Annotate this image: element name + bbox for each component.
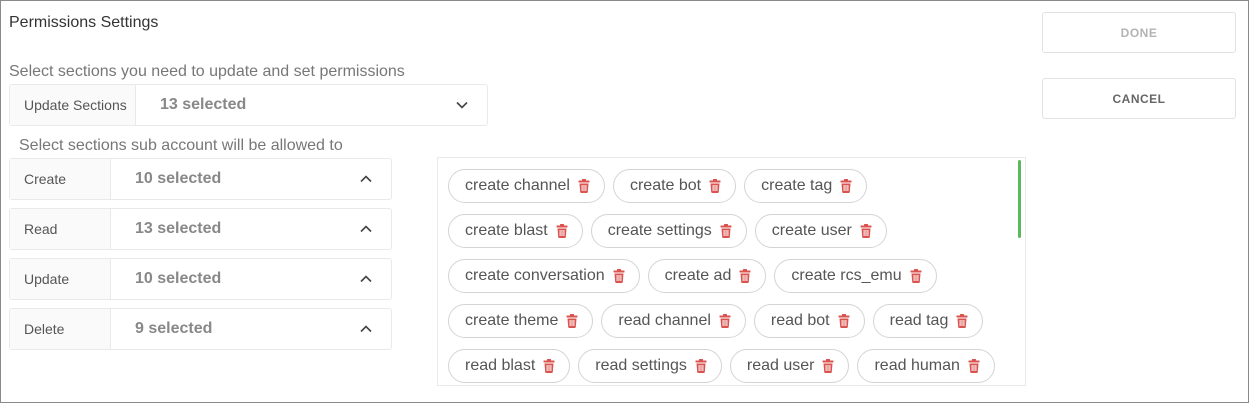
trash-icon[interactable]	[956, 314, 968, 328]
chip-label: read blast	[465, 357, 536, 374]
update-label: Update	[10, 259, 111, 299]
update-permission-field[interactable]: Update 10 selected	[9, 258, 392, 300]
chip-label: create blast	[465, 222, 548, 239]
create-select[interactable]: 10 selected	[111, 159, 391, 199]
chevron-up-icon[interactable]	[359, 272, 373, 286]
permission-chip: read channel	[601, 304, 746, 338]
chevron-up-icon[interactable]	[359, 172, 373, 186]
permission-chip: read tag	[872, 304, 984, 338]
delete-select[interactable]: 9 selected	[111, 309, 391, 349]
read-select[interactable]: 13 selected	[111, 209, 391, 249]
permission-chip: create bot	[612, 169, 737, 203]
chip-row: create blast create settings create user	[448, 214, 887, 248]
trash-icon[interactable]	[720, 224, 732, 238]
update-sections-label: Update Sections	[10, 85, 136, 125]
update-sections-field[interactable]: Update Sections 13 selected	[9, 84, 488, 126]
permission-chip: create user	[754, 214, 887, 248]
chip-label: read settings	[595, 357, 687, 374]
trash-icon[interactable]	[719, 314, 731, 328]
trash-icon[interactable]	[739, 269, 751, 283]
update-value: 10 selected	[135, 270, 222, 287]
create-value: 10 selected	[135, 170, 222, 187]
update-select[interactable]: 10 selected	[111, 259, 391, 299]
permission-chip: read bot	[753, 304, 865, 338]
page-title: Permissions Settings	[9, 14, 159, 31]
trash-icon[interactable]	[840, 179, 852, 193]
chip-label: create rcs_emu	[791, 267, 902, 284]
cancel-button[interactable]: CANCEL	[1042, 78, 1236, 119]
permission-chip: create theme	[448, 304, 594, 338]
update-sections-select[interactable]: 13 selected	[136, 85, 487, 125]
chevron-down-icon[interactable]	[455, 98, 469, 112]
read-value: 13 selected	[135, 220, 222, 237]
chevron-up-icon[interactable]	[359, 322, 373, 336]
read-label: Read	[10, 209, 111, 249]
chevron-up-icon[interactable]	[359, 222, 373, 236]
chip-label: create channel	[465, 177, 570, 194]
chip-label: create theme	[465, 312, 559, 329]
chip-label: create conversation	[465, 267, 605, 284]
read-permission-field[interactable]: Read 13 selected	[9, 208, 392, 250]
trash-icon[interactable]	[556, 224, 568, 238]
permission-chip: create channel	[448, 169, 605, 203]
trash-icon[interactable]	[695, 359, 707, 373]
chip-label: create user	[771, 222, 852, 239]
trash-icon[interactable]	[860, 224, 872, 238]
trash-icon[interactable]	[910, 269, 922, 283]
permission-chip: create settings	[590, 214, 747, 248]
chip-label: create settings	[607, 222, 712, 239]
permission-chip: read blast	[448, 349, 571, 383]
permission-chip: read human	[857, 349, 995, 383]
permission-chip: create rcs_emu	[774, 259, 937, 293]
delete-permission-field[interactable]: Delete 9 selected	[9, 308, 392, 350]
delete-value: 9 selected	[135, 320, 213, 337]
chip-label: read human	[874, 357, 960, 374]
trash-icon[interactable]	[822, 359, 834, 373]
scrollbar-thumb[interactable]	[1018, 160, 1021, 238]
trash-icon[interactable]	[566, 314, 578, 328]
permission-chip: create tag	[744, 169, 868, 203]
trash-icon[interactable]	[709, 179, 721, 193]
chip-label: create ad	[664, 267, 732, 284]
chip-row: read blast read settings read user read hum…	[448, 349, 995, 383]
chip-row: create channel create bot create tag	[448, 169, 868, 203]
update-sections-hint: Select sections you need to update and s…	[9, 63, 405, 80]
permission-chip: create blast	[448, 214, 583, 248]
chip-label: read bot	[770, 312, 830, 329]
update-sections-value: 13 selected	[160, 96, 247, 113]
trash-icon[interactable]	[613, 269, 625, 283]
chip-label: create tag	[761, 177, 833, 194]
permission-chip: create ad	[647, 259, 767, 293]
trash-icon[interactable]	[968, 359, 980, 373]
sub-account-hint: Select sections sub account will be allo…	[19, 137, 343, 154]
chip-label: read tag	[889, 312, 949, 329]
chip-label: create bot	[629, 177, 702, 194]
create-permission-field[interactable]: Create 10 selected	[9, 158, 392, 200]
done-button[interactable]: DONE	[1042, 12, 1236, 53]
trash-icon[interactable]	[543, 359, 555, 373]
permission-chip: create conversation	[448, 259, 640, 293]
permission-chip: read settings	[578, 349, 722, 383]
permission-chip: read user	[729, 349, 850, 383]
trash-icon[interactable]	[838, 314, 850, 328]
create-label: Create	[10, 159, 111, 199]
delete-label: Delete	[10, 309, 111, 349]
chip-label: read user	[746, 357, 815, 374]
trash-icon[interactable]	[578, 179, 590, 193]
chip-row: create theme read channel read bot read tag	[448, 304, 984, 338]
chip-label: read channel	[618, 312, 711, 329]
chip-row: create conversation create ad create rcs_e…	[448, 259, 937, 293]
